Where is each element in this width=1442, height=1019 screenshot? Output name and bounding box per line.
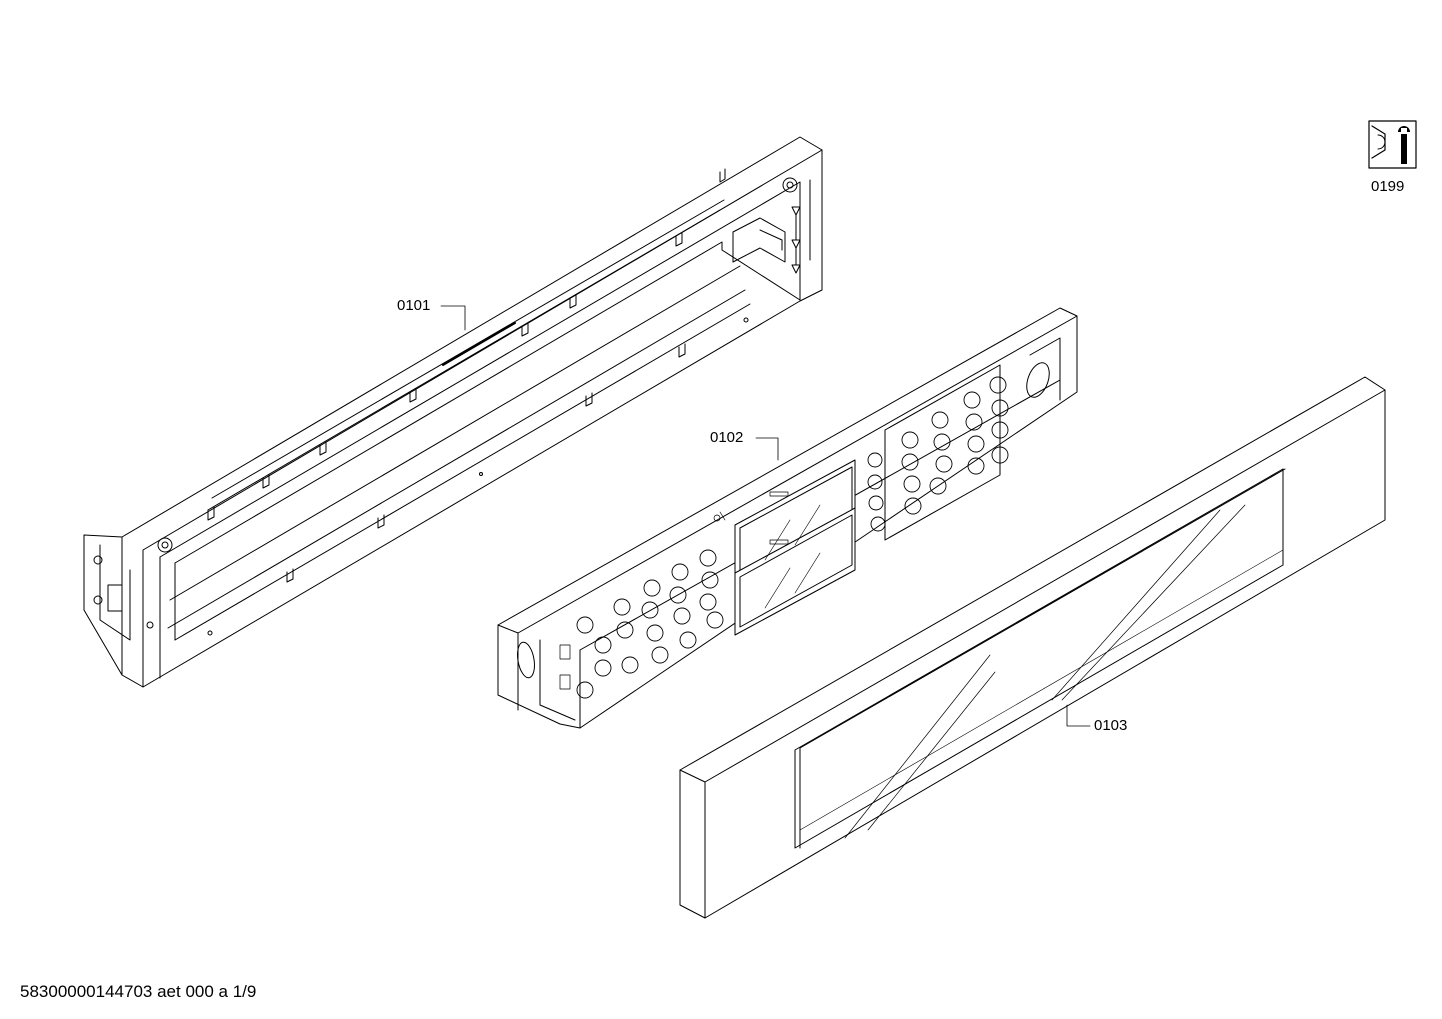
leader-0101 — [440, 305, 466, 331]
callout-0199: 0199 — [1371, 178, 1405, 195]
callout-0103: 0103 — [1094, 717, 1128, 734]
control-board-part-0102 — [497, 307, 1078, 729]
leader-0103 — [1066, 704, 1091, 727]
document-id: 58300000144703 aet 000 a 1/9 — [20, 982, 257, 1001]
frame-part-0101 — [83, 136, 823, 688]
callout-0102: 0102 — [710, 429, 744, 446]
leader-0102 — [755, 437, 779, 461]
callout-0101: 0101 — [397, 297, 431, 314]
wrench-screw-icon — [1368, 120, 1417, 169]
front-panel-part-0103 — [679, 376, 1386, 919]
